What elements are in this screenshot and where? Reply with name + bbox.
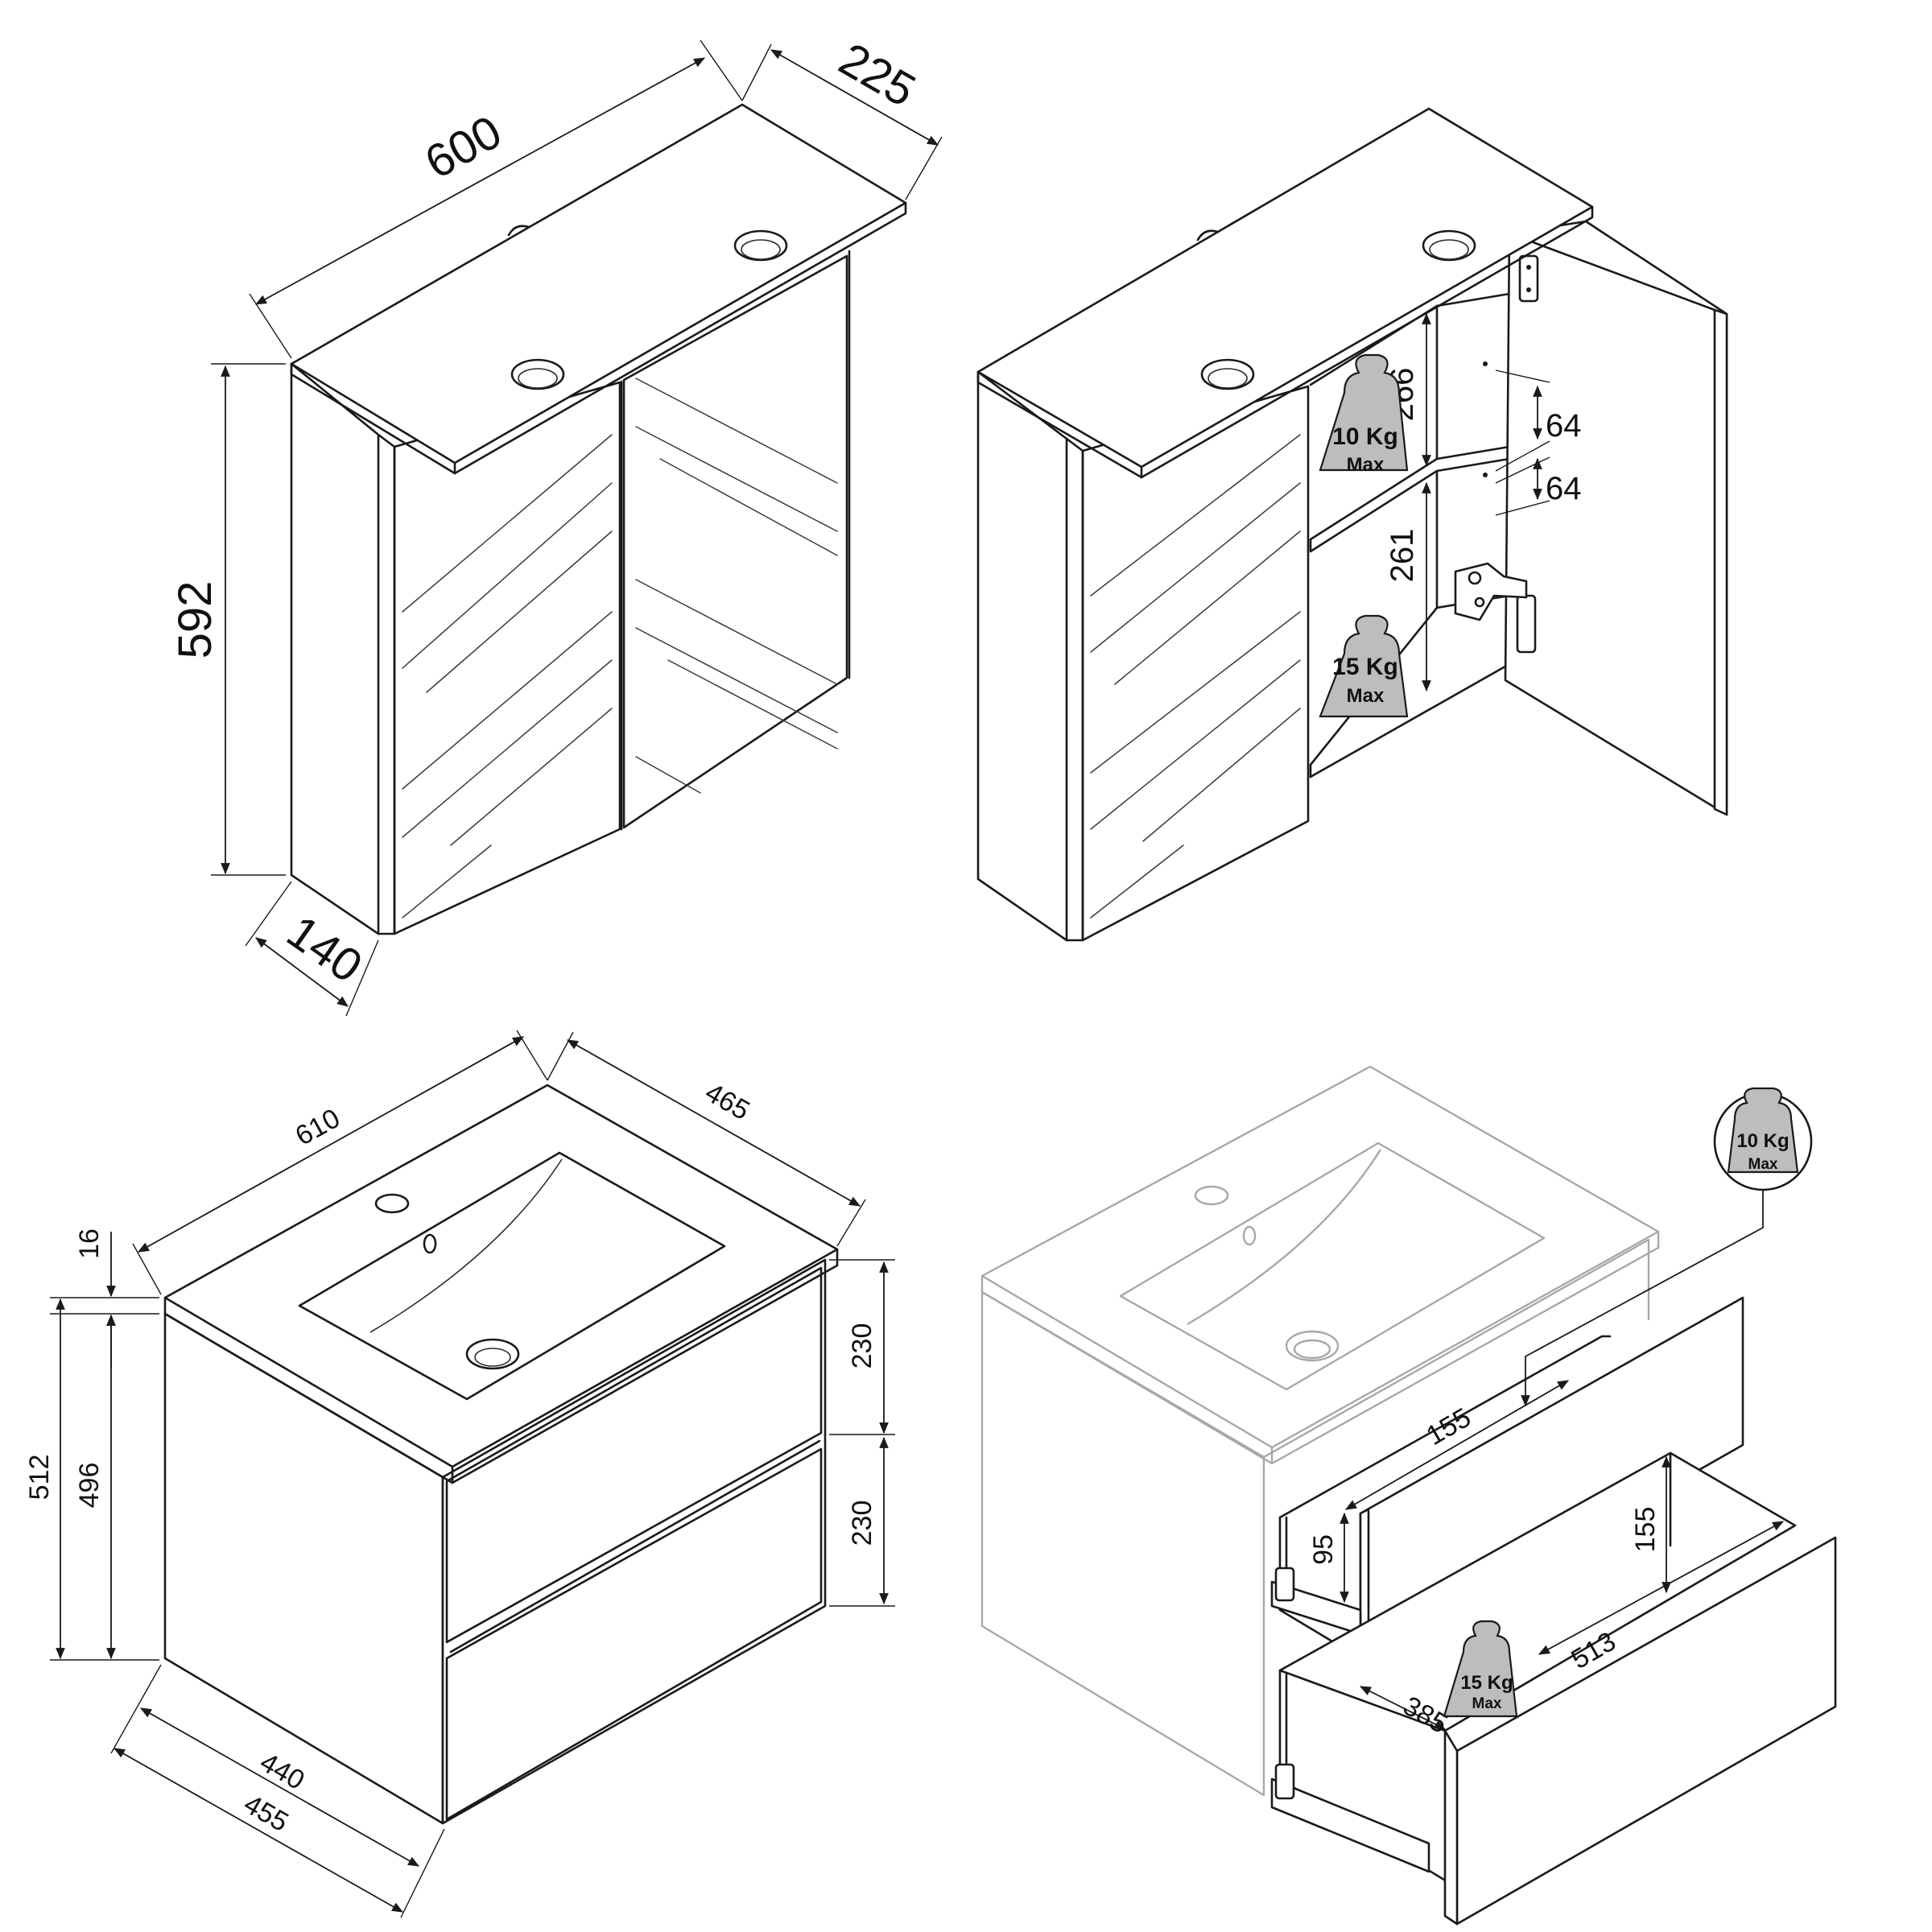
dim-label-hinge-spacing-lower: 64 bbox=[1546, 471, 1582, 506]
load-label-lower-note: Max bbox=[1347, 685, 1385, 707]
hinge-icon bbox=[1518, 254, 1539, 303]
load-label-drawer-weight: 15 Kg bbox=[1460, 1672, 1513, 1694]
light-hole-right bbox=[1422, 229, 1476, 262]
load-label-drawer-note: Max bbox=[1472, 1695, 1502, 1712]
light-hole-left bbox=[510, 358, 565, 390]
drawer-slide-icon bbox=[1270, 1567, 1362, 1636]
drain-hole bbox=[465, 1338, 520, 1370]
cabinet-side-panel bbox=[976, 370, 1068, 942]
cabinet-side-panel bbox=[290, 362, 380, 935]
dim-label-top-width: 610 bbox=[291, 1103, 345, 1152]
cable-notch bbox=[1196, 229, 1220, 242]
mirror-cabinet-closed-view: 600 225 592 140 bbox=[169, 33, 943, 1017]
light-hole-left bbox=[1200, 358, 1255, 390]
dim-label-top-depth: 465 bbox=[700, 1077, 754, 1126]
load-label-lower-weight: 15 Kg bbox=[1332, 654, 1398, 680]
mirror-glare-left bbox=[1090, 434, 1301, 919]
dim-label-drawer-upper: 230 bbox=[847, 1323, 877, 1369]
mirror-door-left bbox=[1081, 385, 1310, 942]
drawer-slide-icon bbox=[1270, 1763, 1430, 1873]
weight-icon: 15 Kg Max bbox=[1443, 1620, 1518, 1718]
dim-label-upper-drawer-width: 155 bbox=[1421, 1402, 1476, 1451]
hinge-icon bbox=[1454, 562, 1537, 654]
dim-label-width: 600 bbox=[416, 105, 510, 189]
dim-label-lower-drawer-height: 155 bbox=[1630, 1507, 1661, 1553]
weight-icon: 15 Kg Max bbox=[1319, 614, 1409, 718]
load-label-callout-note: Max bbox=[1748, 1156, 1778, 1173]
dim-label-hinge-spacing-upper: 64 bbox=[1546, 408, 1582, 444]
dim-label-depth-top: 225 bbox=[831, 33, 924, 118]
load-label-upper-weight: 10 Kg bbox=[1332, 423, 1398, 450]
load-label-callout-weight: 10 Kg bbox=[1736, 1130, 1789, 1152]
vanity-unit-open-view: 155 95 155 513 385 15 Kg Max 10 Kg Max bbox=[980, 1065, 1837, 1926]
load-callout: 10 Kg Max bbox=[1521, 1087, 1813, 1407]
vanity-unit-closed-view: 610 465 230 230 16 512 496 440 455 bbox=[24, 1030, 895, 1918]
dim-label-body-depth: 440 bbox=[254, 1747, 309, 1796]
overflow-hole bbox=[423, 1233, 437, 1254]
mirror-door-left bbox=[393, 381, 621, 935]
dim-label-overall-depth: 455 bbox=[238, 1789, 293, 1838]
light-hole-right bbox=[733, 229, 788, 262]
drawer-front-upper bbox=[445, 1266, 823, 1644]
mirror-glare-left bbox=[402, 434, 613, 919]
tap-hole bbox=[374, 1193, 410, 1214]
mirror-glare-right bbox=[635, 378, 838, 794]
load-label-upper-note: Max bbox=[1347, 454, 1385, 476]
weight-icon: 10 Kg Max bbox=[1319, 353, 1409, 476]
dim-label-top-thickness: 16 bbox=[74, 1228, 105, 1259]
mirror-door-right bbox=[622, 254, 848, 829]
drawer-front-lower bbox=[445, 1447, 823, 1821]
arrow-icon bbox=[1521, 1190, 1764, 1407]
basin-bowl-ghost bbox=[1119, 1141, 1546, 1391]
mirror-cabinet-open-view: 266 261 64 64 10 Kg Max 15 Kg Max bbox=[976, 107, 1728, 942]
dim-label-upper-drawer-height: 95 bbox=[1308, 1534, 1339, 1565]
dim-label-height: 592 bbox=[169, 581, 221, 659]
dim-label-body-height: 496 bbox=[74, 1463, 105, 1509]
mirror-door-right-open bbox=[1504, 220, 1728, 816]
dim-label-lower-compartment: 261 bbox=[1385, 529, 1420, 583]
dim-label-total-height: 512 bbox=[24, 1455, 55, 1501]
dim-label-drawer-lower: 230 bbox=[847, 1501, 877, 1546]
